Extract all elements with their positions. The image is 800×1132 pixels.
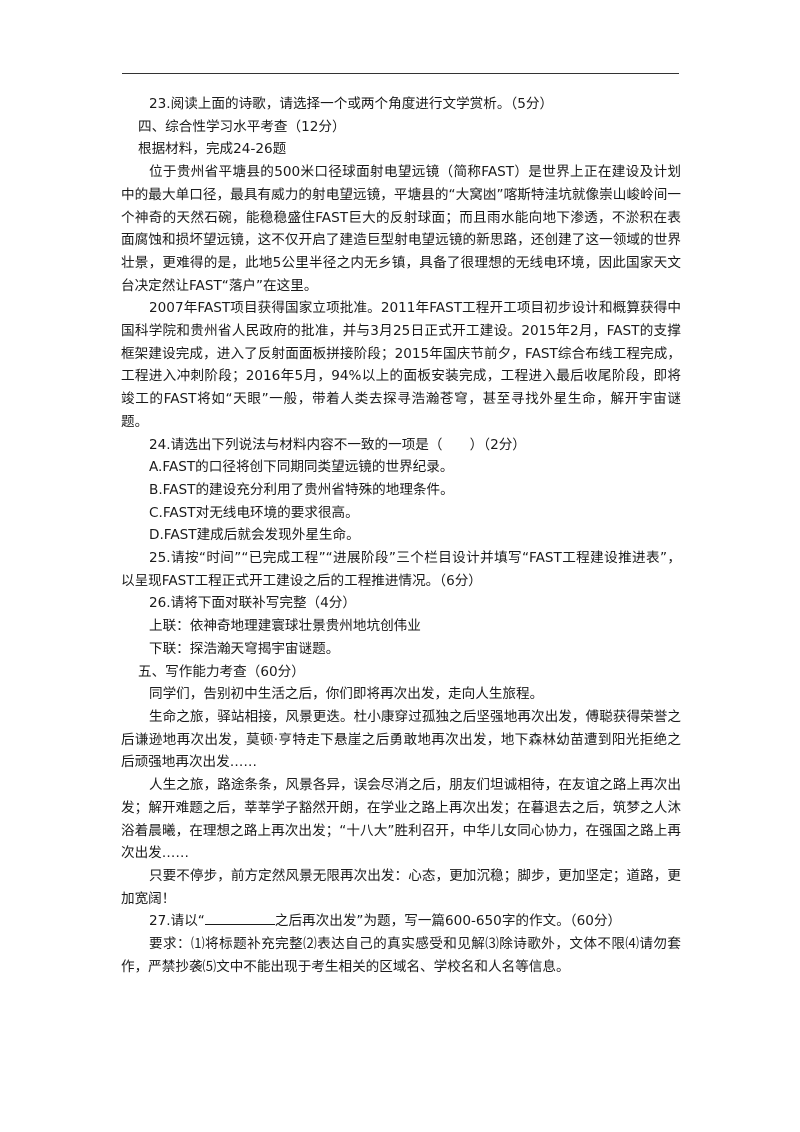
question-25: 25.请按“时间”“已完成工程”“进展阶段”三个栏目设计并填写“FAST工程建设… [121, 550, 681, 589]
option-a: A.FAST的口径将创下同期同类望远镜的世界纪录。 [149, 459, 454, 476]
question-26: 26.请将下面对联补写完整（4分） [149, 595, 356, 612]
option-c: C.FAST对无线电环境的要求很高。 [149, 504, 359, 521]
section-5-title: 五、写作能力考查（60分） [138, 663, 305, 680]
material-paragraph-2: 2007年FAST项目获得国家立项批准。2011年FAST工程开工项目初步设计和… [121, 300, 681, 430]
essay-paragraph-4: 只要不停步，前方定然风景无限再次出发：心态，更加沉稳；脚步，更加坚定；道路，更加… [121, 867, 681, 907]
question-23: 23.阅读上面的诗歌，请选择一个或两个角度进行文学赏析。（5分） [149, 96, 554, 112]
question-27-suffix: 之后再次出发”为题，写一篇600-650字的作文。（60分） [274, 913, 622, 930]
section-4-title: 四、综合性学习水平考查（12分） [138, 118, 346, 135]
question-27: 27.请以“ 之后再次出发”为题，写一篇600-650字的作文。（60分） [121, 910, 681, 933]
exam-page: 23.阅读上面的诗歌，请选择一个或两个角度进行文学赏析。（5分） 四、综合性学习… [121, 93, 681, 978]
option-b: B.FAST的建设充分利用了贵州省特殊的地理条件。 [149, 481, 454, 498]
option-d: D.FAST建成后就会发现外星生命。 [149, 527, 360, 544]
couplet-lower: 下联：探浩瀚天穹揭宇宙谜题。 [149, 640, 340, 657]
essay-paragraph-3: 人生之旅，路途条条，风景各异，误会尽消之后，朋友们坦诚相待，在友谊之路上再次出发… [121, 777, 681, 862]
question-24: 24.请选出下列说法与材料内容不一致的一项是（ ）（2分） [149, 436, 526, 453]
essay-paragraph-2: 生命之旅，驿站相接，风景更迭。杜小康穿过孤独之后坚强地再次出发，傅聪获得荣誉之后… [121, 708, 681, 771]
title-blank [204, 910, 275, 926]
couplet-upper: 上联：依神奇地理建寰球壮景贵州地坑创伟业 [149, 618, 421, 635]
header-rule [122, 73, 679, 74]
essay-paragraph-1: 同学们，告别初中生活之后，你们即将再次出发，走向人生旅程。 [149, 686, 544, 703]
material-paragraph-1: 位于贵州省平塘县的500米口径球面射电望远镜（简称FAST）是世界上正在建设及计… [121, 164, 681, 294]
question-27-prefix: 27.请以“ [149, 913, 205, 930]
essay-requirements: 要求：⑴将标题补充完整⑵表达自己的真实感受和见解⑶除诗歌外，文体不限⑷请勿套作，… [121, 936, 681, 975]
section-4-instructions: 根据材料，完成24-26题 [138, 141, 287, 158]
